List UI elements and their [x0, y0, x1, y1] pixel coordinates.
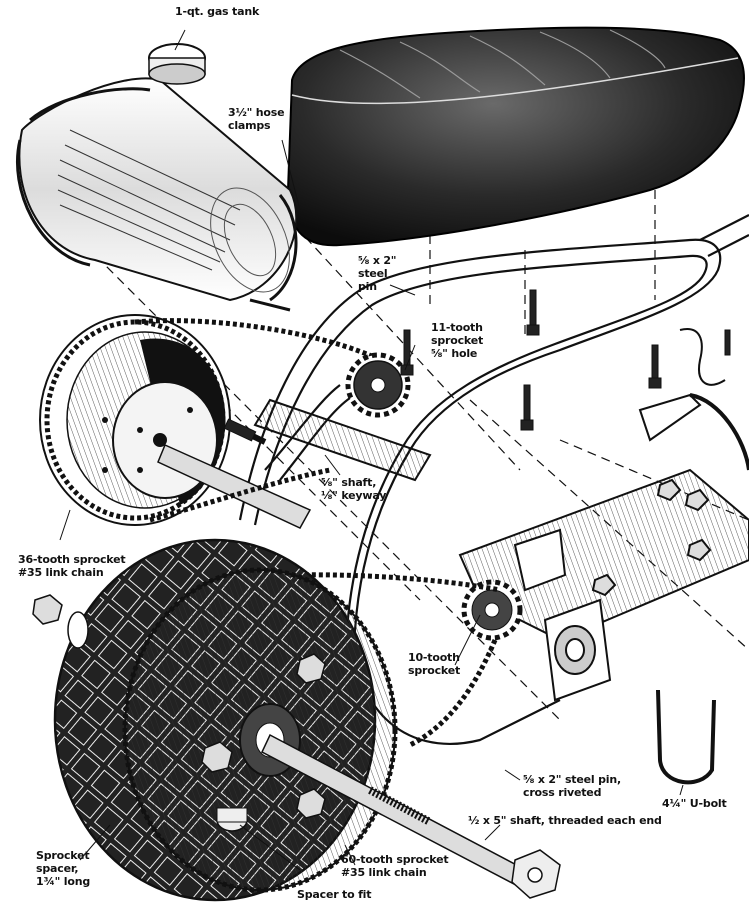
spacer-to-fit — [216, 807, 248, 832]
axle-nut-washer — [32, 594, 89, 649]
label-sprocket-spacer: Sprocket spacer, 1¾" long — [36, 849, 91, 888]
sprocket-36 — [39, 314, 312, 529]
label-hose-clamps: 3½" hose clamps — [228, 106, 285, 132]
leader-lines — [59, 29, 684, 871]
sprocket-11 — [345, 352, 411, 418]
upper-chain — [134, 318, 382, 363]
label-11-tooth-sprocket: 11-tooth sprocket ⅝" hole — [431, 321, 484, 360]
label-spacer-to-fit: Spacer to fit — [297, 888, 372, 901]
label-10-tooth-sprocket: 10-tooth sprocket — [408, 651, 461, 677]
label-60-tooth-sprocket: 60-tooth sprocket #35 link chain — [341, 853, 449, 879]
axle — [261, 733, 561, 899]
mounting-bolts — [223, 289, 731, 442]
label-u-bolt: 4¼" U-bolt — [662, 797, 727, 810]
label-steel-pin-riveted: ⅝ x 2" steel pin, cross riveted — [523, 773, 621, 799]
label-shaft-keyway: ⅝" shaft, ⅛" keyway — [321, 476, 387, 502]
hose-clamps — [15, 87, 298, 312]
label-steel-pin: ⅝ x 2" steel pin — [358, 254, 397, 293]
label-shaft-threaded: ½ x 5" shaft, threaded each end — [468, 814, 662, 827]
sprocket-10 — [461, 579, 523, 641]
label-gas-tank: 1-qt. gas tank — [175, 5, 260, 18]
drive-chain — [199, 572, 501, 748]
u-bolt — [656, 689, 716, 785]
gas-tank — [15, 43, 298, 312]
lower-chain — [149, 467, 331, 523]
rear-wheel — [53, 538, 398, 902]
seat — [286, 26, 745, 247]
engine-mount — [458, 328, 749, 702]
label-36-tooth-sprocket: 36-tooth sprocket #35 link chain — [18, 553, 126, 579]
